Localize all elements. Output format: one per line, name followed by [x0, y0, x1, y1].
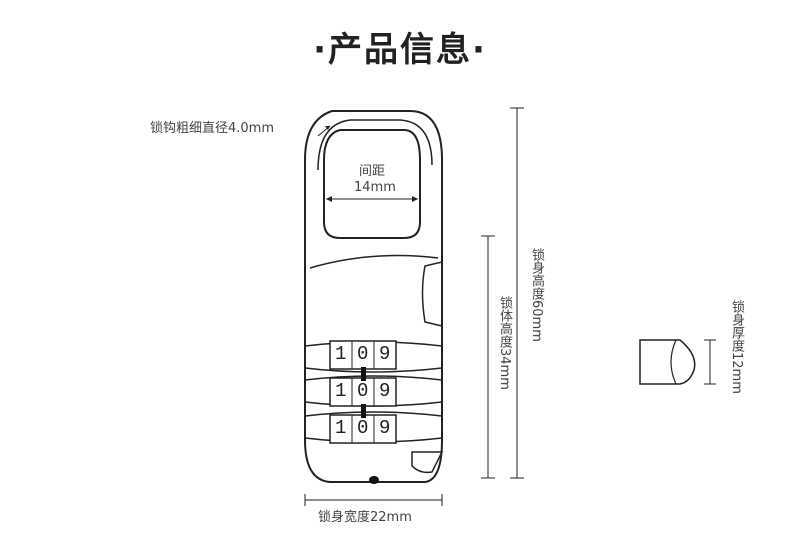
dial-digit: 9	[379, 380, 391, 402]
height-34-dimension	[481, 235, 495, 479]
body-height-label: 锁身高度60mm	[529, 248, 544, 342]
side-view	[639, 339, 696, 385]
dial-digit: 9	[379, 417, 391, 439]
dial-digit: 1	[335, 343, 347, 365]
dial-digit: 1	[335, 380, 347, 402]
dial-separators	[351, 341, 375, 443]
indicator-bars	[361, 367, 366, 418]
release-button	[411, 451, 444, 474]
dial-digit: 1	[335, 417, 347, 439]
bottom-dot	[369, 476, 379, 484]
body-width-label: 锁身宽度22mm	[318, 510, 412, 525]
dial-digit: 9	[379, 343, 391, 365]
dial-digit: 0	[357, 417, 369, 439]
height-60-dimension	[510, 107, 524, 479]
lock-body-height-label: 锁体高度34mm	[497, 296, 512, 390]
dial-digit: 0	[357, 380, 369, 402]
page-title: ·产品信息·	[313, 30, 487, 70]
body-thickness-label: 锁身厚度12mm	[729, 300, 744, 394]
lock-outline	[304, 110, 443, 483]
shackle-curve	[317, 119, 433, 171]
shackle-diameter-label: 锁钩粗细直径4.0mm	[150, 121, 275, 136]
shackle-window	[323, 129, 421, 239]
body-divider	[309, 254, 439, 269]
thickness-dimension	[704, 339, 716, 385]
dial-digit: 0	[357, 343, 369, 365]
side-notch	[421, 261, 443, 327]
width-dimension	[304, 494, 443, 506]
spacing-value-label: 14mm	[354, 180, 396, 195]
dial-windows	[329, 340, 397, 444]
spacing-title-label: 间距	[359, 164, 386, 179]
